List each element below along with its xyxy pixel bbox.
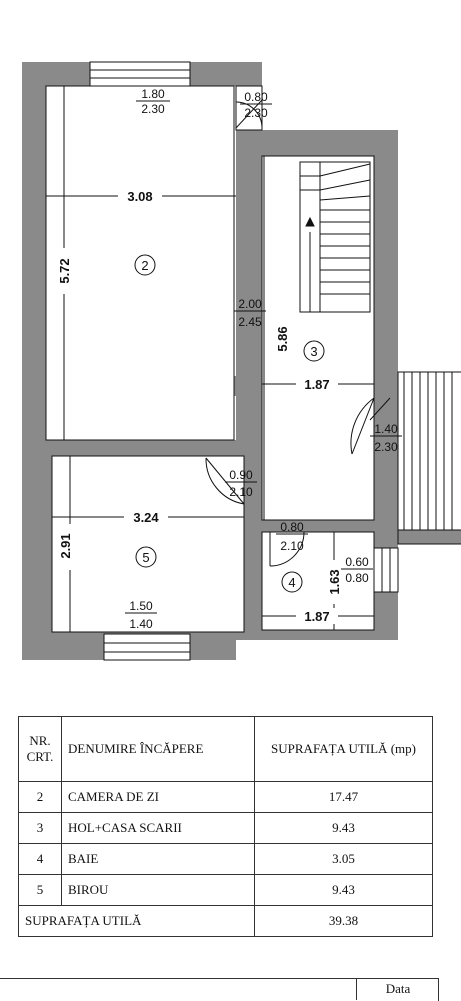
- table-header-row: NR. CRT. DENUMIRE ÎNCĂPERE SUPRAFAȚA UTI…: [18, 716, 433, 782]
- cell-name: BAIE: [61, 843, 255, 875]
- cell-name: CAMERA DE ZI: [61, 781, 255, 813]
- opening-label-3: 2.00 2.45: [234, 297, 266, 329]
- cell-nr: 5: [18, 874, 62, 906]
- svg-text:0.80: 0.80: [345, 571, 369, 585]
- svg-text:2.30: 2.30: [374, 440, 398, 454]
- dim-room3-length: 5.86: [275, 326, 290, 351]
- table-row: 2 CAMERA DE ZI 17.47: [18, 781, 433, 813]
- staircase: [299, 161, 371, 313]
- cell-area: 17.47: [254, 781, 433, 813]
- svg-text:1.40: 1.40: [129, 617, 153, 631]
- svg-text:2.30: 2.30: [141, 102, 165, 116]
- door-top-right: [235, 85, 263, 131]
- room-marker-2: 2: [134, 254, 156, 276]
- cell-area: 9.43: [254, 812, 433, 844]
- table-row: 3 HOL+CASA SCARII 9.43: [18, 812, 433, 844]
- dim-room3-width: 1.87: [304, 377, 329, 392]
- svg-text:3: 3: [310, 344, 317, 359]
- svg-text:2: 2: [141, 258, 148, 273]
- cell-nr: 3: [18, 812, 62, 844]
- room-marker-5: 5: [135, 546, 157, 568]
- total-label: SUPRAFAȚA UTILĂ: [18, 905, 255, 937]
- svg-text:5: 5: [142, 550, 149, 565]
- room-marker-3: 3: [303, 340, 325, 362]
- table-row: 4 BAIE 3.05: [18, 843, 433, 875]
- window-bath: [373, 547, 399, 593]
- opening-label-2: 0.80 2.30: [240, 90, 272, 120]
- svg-text:2.10: 2.10: [229, 485, 253, 499]
- exterior-stair: [397, 371, 461, 545]
- cell-name: HOL+CASA SCARII: [61, 812, 255, 844]
- door-entrance: [350, 397, 391, 455]
- room-5-floor: [51, 455, 245, 633]
- svg-text:4: 4: [288, 575, 295, 590]
- table-total-row: SUPRAFAȚA UTILĂ 39.38: [18, 905, 433, 937]
- svg-text:2.30: 2.30: [244, 106, 268, 120]
- dim-room4-length: 1.63: [327, 569, 342, 594]
- svg-text:1.50: 1.50: [129, 599, 153, 613]
- svg-text:0.80: 0.80: [244, 90, 268, 104]
- header-nr: NR. CRT.: [18, 716, 62, 782]
- cell-area: 9.43: [254, 874, 433, 906]
- window-top: [89, 61, 191, 87]
- svg-text:0.90: 0.90: [229, 468, 253, 482]
- total-value: 39.38: [254, 905, 433, 937]
- svg-text:2.10: 2.10: [280, 539, 304, 553]
- cell-name: BIROU: [61, 874, 255, 906]
- svg-text:1.40: 1.40: [374, 422, 398, 436]
- svg-text:1.80: 1.80: [141, 87, 165, 101]
- dim-room5-width: 3.24: [133, 510, 159, 525]
- header-name: DENUMIRE ÎNCĂPERE: [61, 716, 255, 782]
- opening-label-5: 0.90 2.10: [225, 468, 257, 499]
- cell-nr: 2: [18, 781, 62, 813]
- door-room5: [205, 457, 245, 505]
- svg-text:0.80: 0.80: [280, 520, 304, 534]
- svg-text:0.60: 0.60: [345, 555, 369, 569]
- svg-text:2.45: 2.45: [238, 315, 262, 329]
- title-block-edge: [0, 978, 439, 1001]
- room-marker-4: 4: [281, 571, 303, 593]
- header-area: SUPRAFAȚA UTILĂ (mp): [254, 716, 433, 782]
- opening-label-1: 1.80 2.30: [136, 87, 170, 116]
- area-table: NR. CRT. DENUMIRE ÎNCĂPERE SUPRAFAȚA UTI…: [18, 716, 433, 937]
- window-bottom: [103, 633, 191, 661]
- dim-room2-width: 3.08: [127, 189, 152, 204]
- opening-label-6: 0.80 2.10: [276, 520, 308, 553]
- date-label: Data: [356, 978, 439, 1000]
- dim-room5-length: 2.91: [58, 533, 73, 558]
- opening-label-7: 0.60 0.80: [341, 555, 373, 585]
- table-row: 5 BIROU 9.43: [18, 874, 433, 906]
- partition-wall: [46, 440, 236, 456]
- floor-plan: 3.08 5.72 5.86 1.87 3.24 2.91 1.87 1.63 …: [22, 61, 461, 661]
- opening-label-4: 1.40 2.30: [370, 422, 402, 454]
- dim-room4-width: 1.87: [304, 609, 329, 624]
- cell-area: 3.05: [254, 843, 433, 875]
- opening-label-8: 1.50 1.40: [125, 599, 157, 631]
- cell-nr: 4: [18, 843, 62, 875]
- svg-text:2.00: 2.00: [238, 297, 262, 311]
- door-room4: [269, 531, 305, 567]
- dim-room2-length: 5.72: [57, 258, 72, 283]
